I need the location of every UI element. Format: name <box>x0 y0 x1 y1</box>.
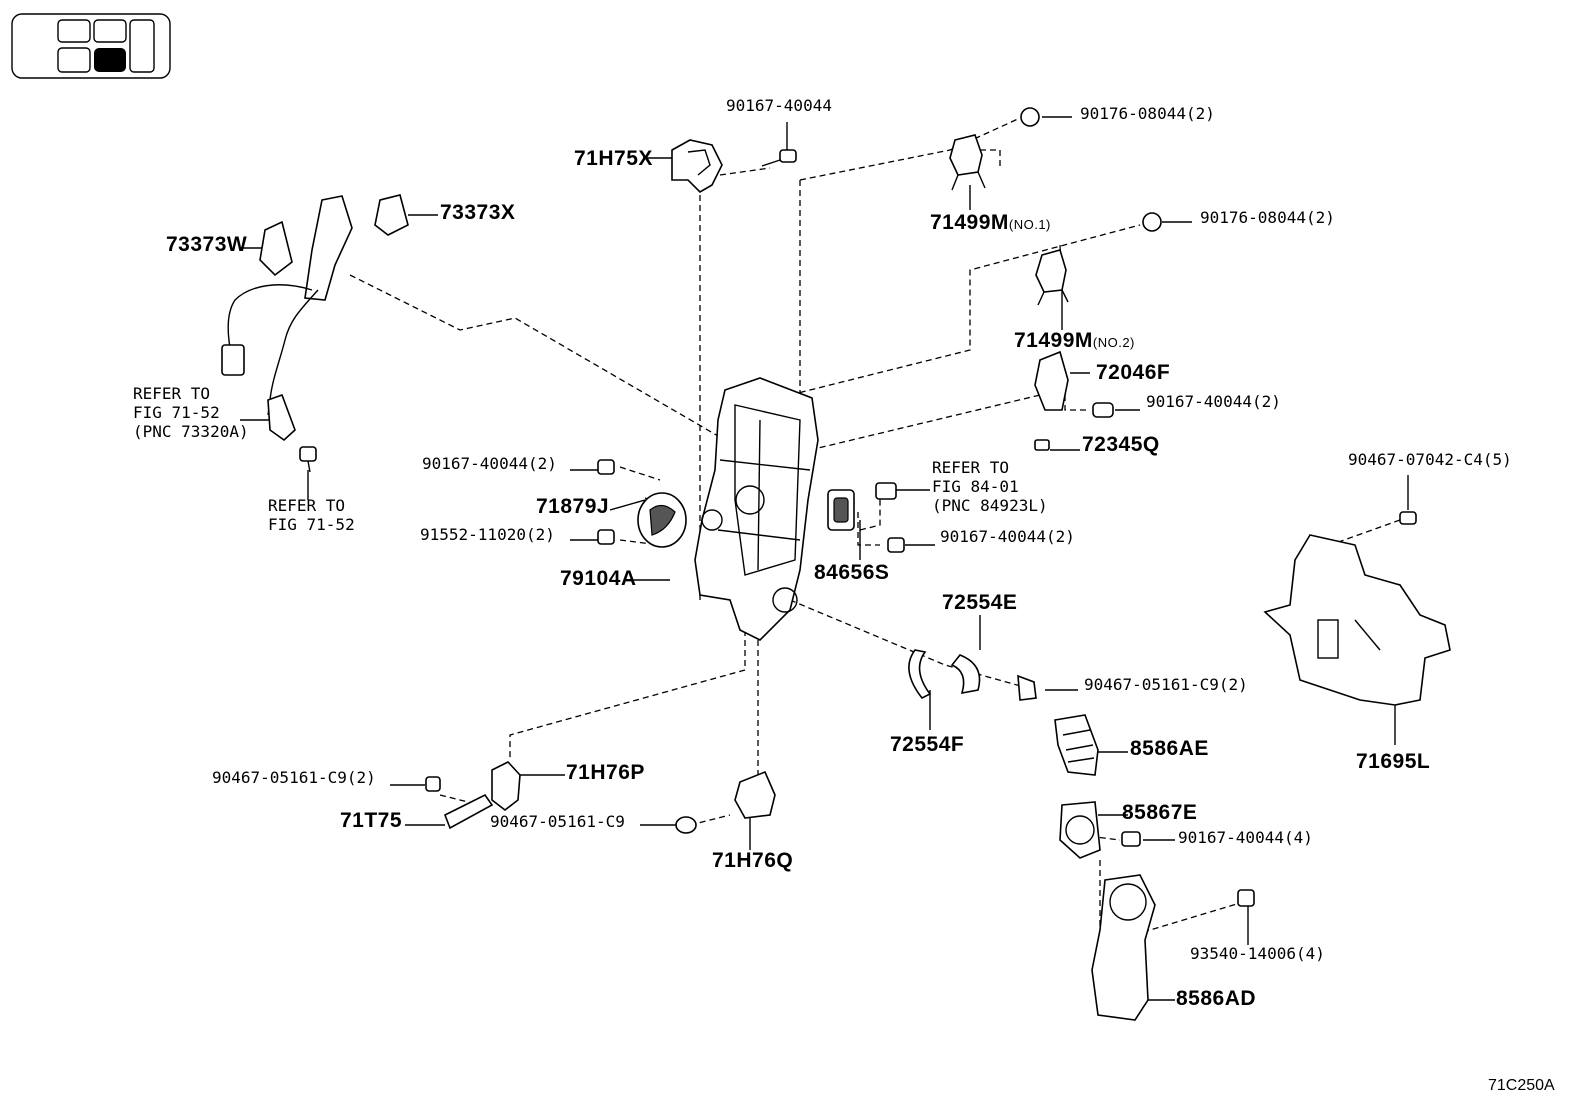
part-sketches <box>221 107 1451 1021</box>
part-number-71H75X[interactable]: 71H75X <box>574 147 653 170</box>
seat-position-icon <box>11 13 171 79</box>
part-number-72345Q[interactable]: 72345Q <box>1082 433 1160 456</box>
part-number-90167-40044-l[interactable]: 90167-40044(2) <box>422 454 557 473</box>
part-number-90176-08044-b[interactable]: 90176-08044(2) <box>1200 208 1335 227</box>
part-number-73373X[interactable]: 73373X <box>440 201 516 224</box>
part-number-90167-40044-r1[interactable]: 90167-40044(2) <box>1146 392 1281 411</box>
part-number-90467-05161-c[interactable]: 90467-05161-C9 <box>490 812 625 831</box>
part-note-no1: (NO.1) <box>1008 217 1051 232</box>
part-number-8586AD[interactable]: 8586AD <box>1176 987 1257 1010</box>
part-number-90467-05161-l[interactable]: 90467-05161-C9(2) <box>212 768 376 787</box>
part-number-71T75[interactable]: 71T75 <box>340 809 403 832</box>
refer-to-fig-71-52-pnc[interactable]: REFER TO FIG 71-52 (PNC 73320A) <box>133 384 249 441</box>
part-number-79104A[interactable]: 79104A <box>560 567 637 590</box>
part-number-90167-40044-top[interactable]: 90167-40044 <box>726 96 832 115</box>
part-number-90167-40044-r2[interactable]: 90167-40044(2) <box>940 527 1075 546</box>
part-number-71499M-no1[interactable]: 71499M(NO.1) <box>930 211 1051 234</box>
part-number-72046F[interactable]: 72046F <box>1096 361 1171 384</box>
part-number-72554F[interactable]: 72554F <box>890 733 965 756</box>
part-number-72554E[interactable]: 72554E <box>942 591 1018 614</box>
part-number-90167-40044-r3[interactable]: 90167-40044(4) <box>1178 828 1313 847</box>
part-number-71H76P[interactable]: 71H76P <box>566 761 645 784</box>
diagram-id: 71C250A <box>1488 1077 1555 1094</box>
part-number-71879J[interactable]: 71879J <box>536 495 610 518</box>
part-number-91552-11020[interactable]: 91552-11020(2) <box>420 525 555 544</box>
part-number-90467-07042[interactable]: 90467-07042-C4(5) <box>1348 450 1512 469</box>
part-number-71695L[interactable]: 71695L <box>1356 750 1431 773</box>
part-number-90467-05161-r[interactable]: 90467-05161-C9(2) <box>1084 675 1248 694</box>
part-number-90176-08044-a[interactable]: 90176-08044(2) <box>1080 104 1215 123</box>
part-number-73373W[interactable]: 73373W <box>166 233 248 256</box>
part-number-71H76Q[interactable]: 71H76Q <box>712 849 794 872</box>
solid-leaders <box>240 116 1409 1001</box>
part-number-8586AE[interactable]: 8586AE <box>1130 737 1209 760</box>
part-number-85867E[interactable]: 85867E <box>1122 801 1198 824</box>
part-note-no2: (NO.2) <box>1092 335 1135 350</box>
refer-to-fig-84-01[interactable]: REFER TO FIG 84-01 (PNC 84923L) <box>932 458 1048 515</box>
part-number-84656S[interactable]: 84656S <box>814 561 890 584</box>
part-number-93540-14006[interactable]: 93540-14006(4) <box>1190 944 1325 963</box>
refer-to-fig-71-52[interactable]: REFER TO FIG 71-52 <box>268 496 355 534</box>
part-number-71499M-no2[interactable]: 71499M(NO.2) <box>1014 329 1135 352</box>
